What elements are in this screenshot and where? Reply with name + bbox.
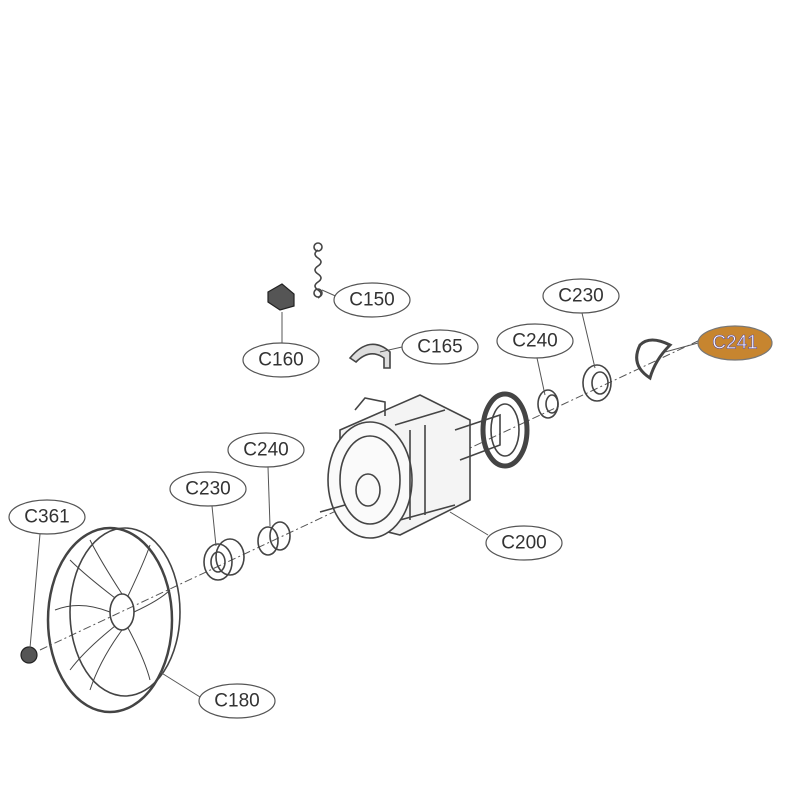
label-c160[interactable]: C160	[242, 342, 320, 378]
label-c240-top[interactable]: C240	[496, 323, 574, 359]
part-spring-c150[interactable]	[313, 242, 323, 299]
svg-text:C200: C200	[501, 533, 546, 554]
svg-text:C230: C230	[558, 286, 603, 307]
part-ring-c241[interactable]	[635, 338, 673, 381]
label-c230-left[interactable]: C230	[169, 471, 247, 507]
part-fan-c180[interactable]	[46, 526, 181, 714]
svg-text:C361: C361	[24, 507, 69, 528]
part-clip-c160[interactable]	[267, 283, 295, 311]
part-bracket-c165[interactable]	[348, 343, 391, 369]
part-nut-c361[interactable]	[20, 646, 38, 664]
label-c230-top[interactable]: C230	[542, 278, 620, 314]
part-nut-c230-top[interactable]	[582, 364, 612, 402]
part-bushing-c240-top[interactable]	[537, 389, 559, 419]
svg-text:C240: C240	[243, 440, 288, 461]
svg-text:C150: C150	[349, 290, 394, 311]
label-c361[interactable]: C361	[8, 499, 86, 535]
svg-text:C165: C165	[417, 337, 462, 358]
label-c180[interactable]: C180	[198, 683, 276, 719]
label-c240-left[interactable]: C240	[227, 432, 305, 468]
label-c200[interactable]: C200	[485, 525, 563, 561]
svg-text:C180: C180	[214, 691, 259, 712]
part-bushing-c240-left[interactable]	[257, 521, 291, 556]
svg-text:C241: C241	[712, 333, 757, 354]
svg-text:C230: C230	[185, 479, 230, 500]
label-c150[interactable]: C150	[333, 282, 411, 318]
part-motor-c200[interactable]	[319, 391, 530, 539]
label-c241-highlighted[interactable]: C241	[697, 325, 773, 361]
part-nut-c230-left[interactable]	[203, 538, 245, 581]
label-c165[interactable]: C165	[401, 329, 479, 365]
svg-text:C240: C240	[512, 331, 557, 352]
svg-text:C160: C160	[258, 350, 303, 371]
